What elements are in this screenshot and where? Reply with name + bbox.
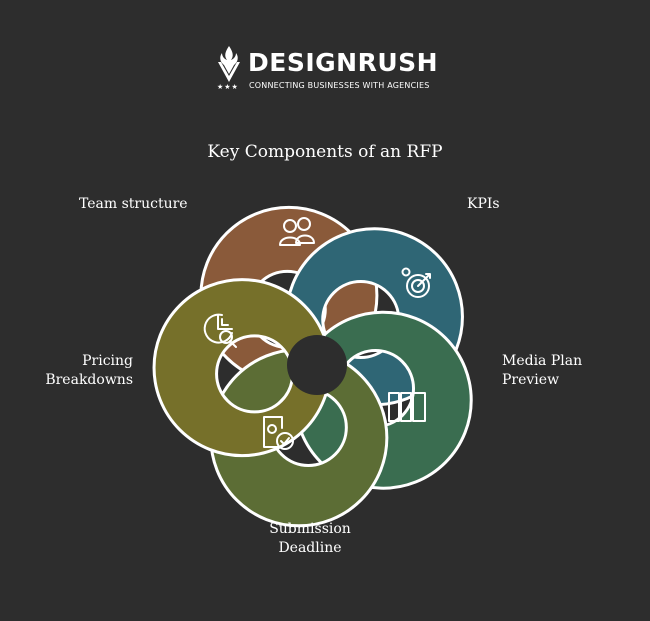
columns-icon xyxy=(388,392,426,422)
label-kpis: KPIs xyxy=(467,196,500,212)
brand-name: DESIGNRUSH xyxy=(248,48,439,77)
team-icon xyxy=(279,217,315,246)
label-submission-deadline: Submission Deadline xyxy=(269,521,351,556)
brand-tagline: CONNECTING BUSINESSES WITH AGENCIES xyxy=(249,81,430,90)
designrush-logo: DESIGNRUSH CONNECTING BUSINESSES WITH AG… xyxy=(214,44,444,98)
diagram-title: Key Components of an RFP xyxy=(207,142,443,162)
designrush-logo-icon xyxy=(218,46,240,82)
label-media-plan-preview: Media Plan Preview xyxy=(502,353,583,388)
pie-search-icon xyxy=(203,313,237,348)
label-pricing-breakdowns: Pricing Breakdowns xyxy=(45,353,133,388)
ring-price xyxy=(152,278,332,458)
target-icon xyxy=(401,267,431,298)
brand-stars: ★★★ xyxy=(217,83,239,91)
label-team-structure: Team structure xyxy=(79,196,188,212)
clock-document-icon xyxy=(263,416,294,450)
diagram-center xyxy=(287,335,347,395)
